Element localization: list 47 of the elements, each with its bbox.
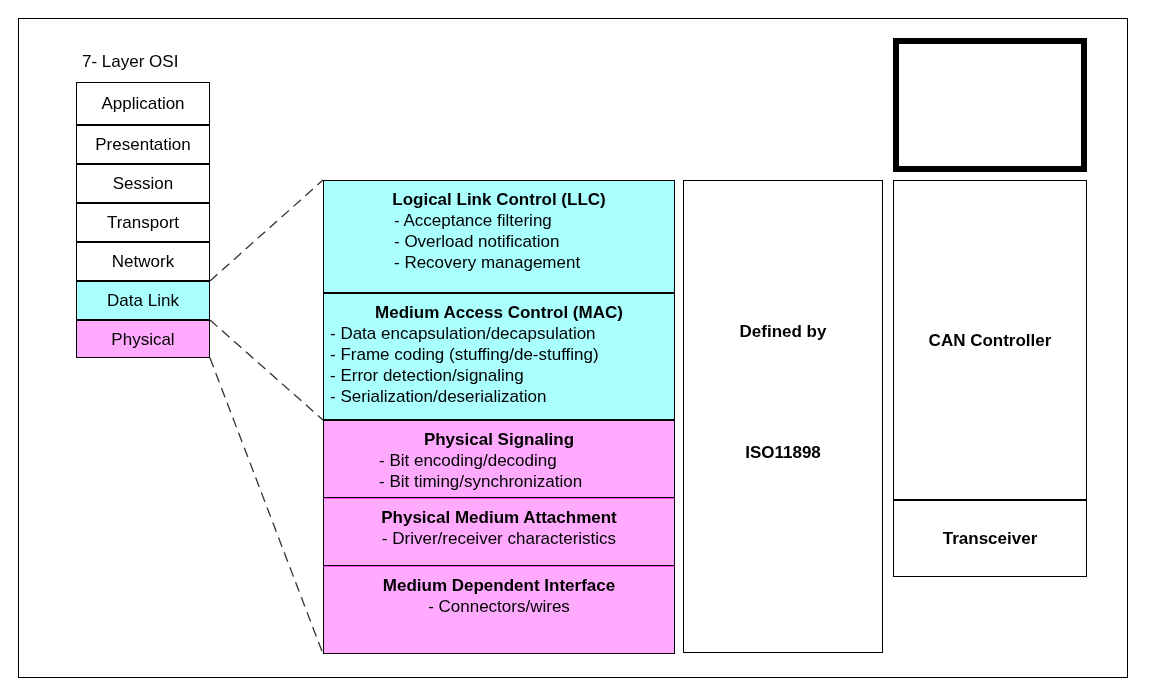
function-text: - Overload notification [394,231,560,252]
component-name: CAN Controller [928,329,1052,351]
function-text: - Serialization/deserialization [330,386,547,407]
layer-name: Transport [106,212,180,233]
sublayer-title: Medium Access Control (MAC) [375,302,623,323]
layer-box [76,125,210,164]
function-text: - Data encapsulation/decapsulation [330,323,596,344]
layer-name: Application [101,93,185,114]
function-text: - Acceptance filtering [394,210,552,231]
standard-box [683,180,883,653]
function-text: - Recovery management [394,252,581,273]
function-text: - Bit encoding/decoding [379,450,557,471]
sublayer-title: Medium Dependent Interface [382,575,616,596]
leader-line [209,179,324,282]
layer-name: Network [111,251,175,272]
leader-line [209,357,324,655]
layer-box [76,203,210,242]
sublayer-box [323,420,675,498]
layer-name: Session [112,173,174,194]
chip-box [893,38,1087,172]
standard-name: ISO11898 [745,442,821,463]
layer-box [76,164,210,203]
component-box [893,500,1087,577]
layer-name: Presentation [95,134,191,155]
sublayer-title: Logical Link Control (LLC) [392,189,606,210]
function-text: - Error detection/signaling [330,365,524,386]
layer-box [76,242,210,281]
standard-caption: Defined by [739,321,827,342]
sublayer-box [323,498,675,566]
component-box [893,180,1087,500]
sublayer-box [323,180,675,293]
layer-box [76,281,210,320]
stack-heading: 7- Layer OSI [82,52,179,72]
sublayer-title: Physical Signaling [423,429,575,450]
function-text: - Frame coding (stuffing/de-stuffing) [330,344,599,365]
layer-name: Data Link [107,290,179,311]
function-text: - Connectors/wires [428,596,570,617]
sublayer-box [323,566,675,654]
component-name: Transceiver [942,528,1038,549]
layer-name: Physical [111,328,175,350]
sublayer-box [323,293,675,420]
function-text: - Bit timing/synchronization [379,471,583,492]
function-text: - Driver/receiver characteristics [381,528,617,549]
layer-box [76,320,210,358]
layer-box [76,82,210,125]
leader-line [209,319,324,421]
sublayer-title: Physical Medium Attachment [381,507,617,528]
